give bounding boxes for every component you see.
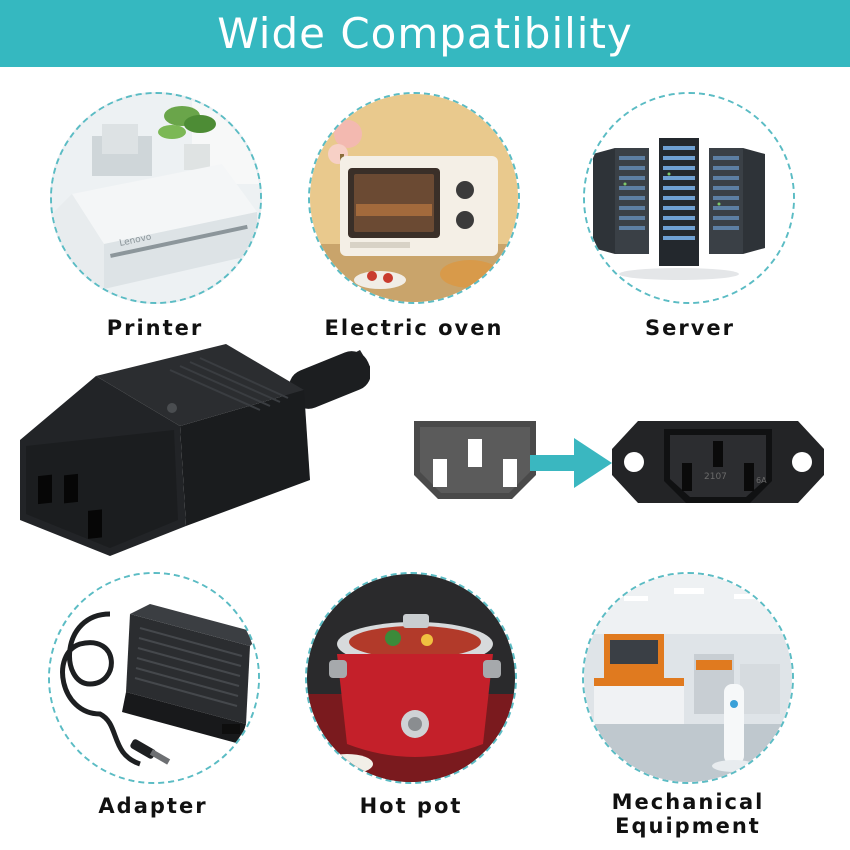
hot-pot-circle [305, 572, 517, 784]
c13-outline-icon [414, 421, 536, 499]
oven-circle [308, 92, 520, 304]
server-label: Server [644, 316, 735, 340]
adapter-label: Adapter [98, 794, 208, 818]
factory-icon [584, 574, 792, 782]
c14-inlet-icon: 2107 6A [612, 421, 824, 503]
oven-icon [310, 94, 518, 302]
printer-label: Printer [106, 316, 204, 340]
printer-circle: Lenovo [50, 92, 262, 304]
factory-circle [582, 572, 794, 784]
inlet-marking: 2107 [704, 472, 727, 482]
inlet-rating: 6A [756, 476, 767, 485]
factory-label: Mechanical Equipment [568, 790, 808, 838]
header-banner: Wide Compatibility [0, 0, 850, 67]
factory-label-line-1: Mechanical [611, 790, 765, 814]
server-icon [585, 94, 793, 302]
iec-c13-plug-icon [20, 344, 370, 556]
slow-cooker-icon [307, 574, 515, 782]
factory-label-line-2: Equipment [615, 814, 761, 838]
server-circle [583, 92, 795, 304]
adapter-icon [50, 574, 258, 782]
hot-pot-label: Hot pot [359, 794, 463, 818]
adapter-circle [48, 572, 260, 784]
printer-icon: Lenovo [52, 94, 260, 302]
arrow-right-icon [530, 438, 612, 488]
oven-label: Electric oven [324, 316, 504, 340]
page-title: Wide Compatibility [217, 9, 633, 58]
